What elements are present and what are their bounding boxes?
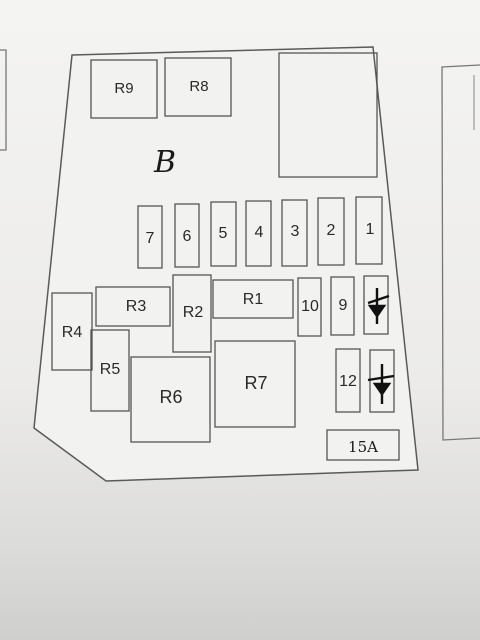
- fuse-6: [174, 203, 200, 268]
- relay-r6: [130, 356, 211, 443]
- fuse-1-label: 1: [366, 221, 375, 238]
- fuse-3: [281, 199, 308, 267]
- relay-r4: [51, 292, 93, 371]
- relay-r5: [90, 329, 130, 412]
- fuse-2: [317, 197, 345, 266]
- adjacent-panel-right: [441, 64, 480, 441]
- fuse-9: [330, 276, 355, 336]
- relay-r2-label: R2: [183, 304, 204, 321]
- diode-slot-upper: [363, 275, 389, 335]
- fuse-10: [297, 277, 322, 337]
- relay-r6-label: R6: [159, 387, 182, 407]
- relay-r9-label: R9: [114, 80, 133, 97]
- relay-r5-label: R5: [100, 361, 121, 378]
- relay-r3-label: R3: [126, 298, 147, 315]
- relay-r7-label: R7: [244, 373, 267, 393]
- fuse-7-label: 7: [146, 230, 155, 247]
- fuse-4-label: 4: [255, 224, 264, 241]
- relay-r1-label: R1: [243, 291, 264, 308]
- relay-r3: [95, 286, 171, 327]
- fuse-4: [245, 200, 272, 267]
- rating-label: 15A: [348, 438, 378, 456]
- relay-r7: [214, 340, 296, 428]
- fuse-6-label: 6: [183, 228, 192, 245]
- diode-slot-lower: [369, 349, 395, 413]
- relay-r8-label: R8: [189, 78, 208, 95]
- diode-lower-icon: [367, 364, 395, 404]
- fuse-12-label: 12: [339, 373, 357, 390]
- fuse-1: [355, 196, 383, 265]
- fuse-5-label: 5: [219, 225, 228, 242]
- fuse-5: [210, 201, 237, 267]
- fuse-box-outline: [33, 46, 419, 482]
- fuse-7: [137, 205, 163, 269]
- fuse-9-label: 9: [339, 297, 348, 314]
- relay-r4-label: R4: [62, 324, 83, 341]
- relay-r8: [164, 57, 232, 117]
- rating-box: [326, 429, 400, 461]
- relay-r1: [212, 279, 294, 319]
- fuse-2-label: 2: [327, 222, 336, 239]
- adjacent-panel-left: [0, 49, 7, 151]
- fuse-3-label: 3: [291, 223, 300, 240]
- blank-module: [278, 52, 378, 178]
- relay-r2: [172, 274, 212, 353]
- section-label: B: [153, 145, 176, 180]
- fuse-10-label: 10: [301, 298, 319, 315]
- fuse-12: [335, 348, 361, 413]
- relay-r9: [90, 59, 158, 119]
- diode-upper-icon: [367, 288, 390, 324]
